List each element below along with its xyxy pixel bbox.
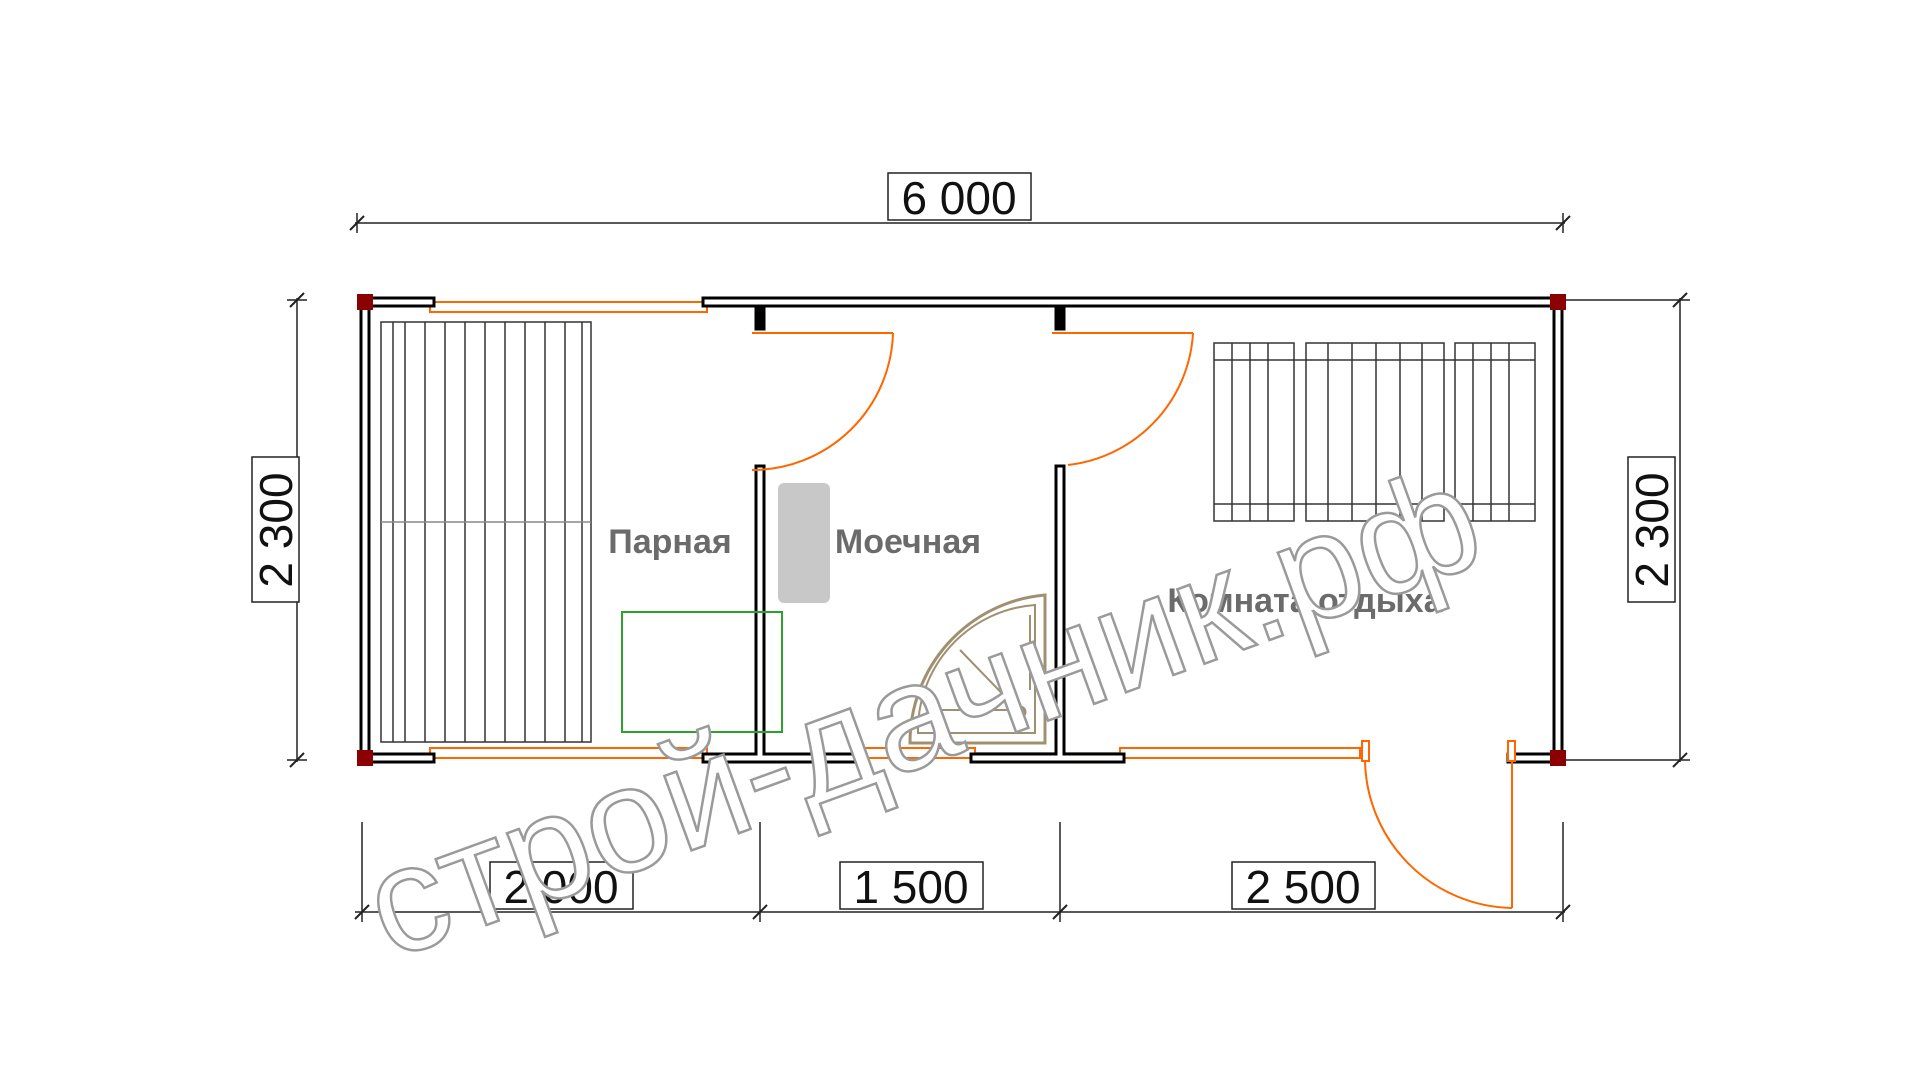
dim-segment-2: 1 500 xyxy=(853,861,968,913)
corner-posts xyxy=(357,294,1566,766)
dim-total-width: 6 000 xyxy=(901,172,1016,224)
dim-segment-1: 2 000 xyxy=(503,861,618,913)
dim-box-seg2 xyxy=(839,861,984,910)
dim-box-total xyxy=(887,172,1032,221)
dim-height-right: 2 300 xyxy=(1626,472,1678,587)
doors xyxy=(751,332,1516,909)
dim-height-left: 2 300 xyxy=(250,472,302,587)
rest-room-furniture xyxy=(1213,342,1536,522)
dim-box-left xyxy=(251,456,300,603)
dim-box-seg3 xyxy=(1231,861,1376,910)
stove-zone xyxy=(621,611,783,733)
room-label-wash: Моечная xyxy=(835,523,981,561)
dim-segment-3: 2 500 xyxy=(1245,861,1360,913)
dim-box-right xyxy=(1627,456,1676,603)
dim-box-seg1 xyxy=(489,861,634,910)
steam-room-benches xyxy=(380,321,592,743)
walls xyxy=(359,296,1564,764)
room-label-steam: Парная xyxy=(608,523,731,561)
stove xyxy=(778,483,830,603)
room-label-rest: Комната отдыха xyxy=(1167,582,1443,620)
shower-tray xyxy=(908,593,1047,745)
